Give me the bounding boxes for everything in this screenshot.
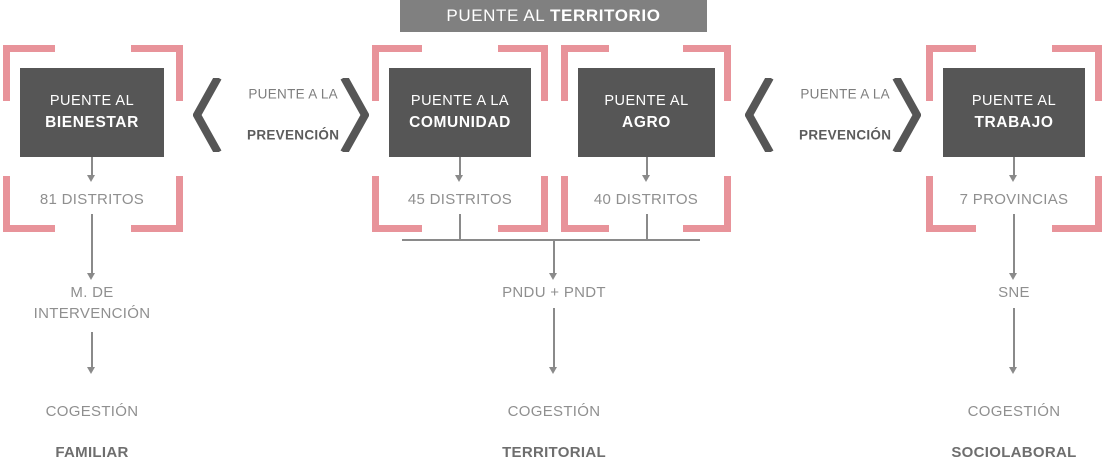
box-label-line1: PUENTE A LA xyxy=(410,92,510,109)
middle-label-center: PNDU + PNDT xyxy=(502,284,606,301)
banner-light-text: PUENTE AL xyxy=(446,6,551,25)
box-label-line2: TRABAJO xyxy=(974,113,1054,131)
outcome-bienestar: COGESTIÓN FAMILIAR xyxy=(0,381,184,464)
box-label-line2: AGRO xyxy=(622,113,671,131)
connector-label-left: PUENTE A LA PREVENCIÓN xyxy=(193,64,369,165)
outcome-light-text: COGESTIÓN xyxy=(967,402,1061,420)
banner-bold-text: TERRITORIO xyxy=(550,6,661,25)
box-puente-al-bienestar[interactable]: PUENTE AL BIENESTAR xyxy=(20,68,164,157)
connector-prevencion-left: PUENTE A LA PREVENCIÓN xyxy=(193,78,369,152)
outcome-light-text: COGESTIÓN xyxy=(45,402,139,420)
chevron-pair-icon xyxy=(193,78,369,152)
bracket-comunidad xyxy=(372,45,548,232)
box-puente-al-trabajo[interactable]: PUENTE AL TRABAJO xyxy=(943,68,1085,157)
arrow-line-agro-to-count xyxy=(646,157,648,178)
count-comunidad: 45 DISTRITOS xyxy=(407,191,513,208)
middle-label-trabajo: SNE xyxy=(998,284,1030,301)
outcome-light-text: COGESTIÓN xyxy=(507,402,601,420)
arrow-line-trabajo-to-count xyxy=(1013,157,1015,178)
count-agro: 40 DISTRITOS xyxy=(593,191,699,208)
outcome-trabajo: COGESTIÓN SOCIOLABORAL xyxy=(922,381,1106,464)
arrow-line-bienestar-to-count xyxy=(91,157,93,178)
merge-stem-comunidad xyxy=(459,214,461,239)
outcome-bold-text: FAMILIAR xyxy=(55,444,129,462)
outcome-center: COGESTIÓN TERRITORIAL xyxy=(462,381,646,464)
arrow-head-agro-to-count xyxy=(642,175,650,182)
box-puente-al-agro[interactable]: PUENTE AL AGRO xyxy=(578,68,715,157)
arrow-head-bienestar-to-count xyxy=(87,175,95,182)
bracket-trabajo xyxy=(926,45,1102,232)
merge-horizontal-bar xyxy=(402,239,700,241)
box-puente-a-la-comunidad[interactable]: PUENTE A LA COMUNIDAD xyxy=(389,68,531,157)
box-label-line2: COMUNIDAD xyxy=(409,113,511,131)
arrow-line-center-to-middle xyxy=(553,239,555,276)
bracket-bienestar xyxy=(3,45,183,232)
arrow-head-center-to-outcome xyxy=(549,367,557,374)
connector-line2: PREVENCIÓN xyxy=(247,127,340,143)
bracket-agro xyxy=(561,45,731,232)
outcome-bold-text: SOCIOLABORAL xyxy=(951,444,1077,462)
connector-label-right: PUENTE A LA PREVENCIÓN xyxy=(745,64,921,165)
arrow-line-bienestar-to-middle xyxy=(91,214,93,276)
connector-line1: PUENTE A LA xyxy=(800,86,890,102)
box-label-line1: PUENTE AL xyxy=(604,92,689,109)
box-label-line2: BIENESTAR xyxy=(45,113,139,131)
connector-prevencion-right: PUENTE A LA PREVENCIÓN xyxy=(745,78,921,152)
middle-label-bienestar: M. DE INTERVENCIÓN xyxy=(33,284,151,322)
arrow-head-center-to-middle xyxy=(549,273,557,280)
arrow-line-bienestar-to-outcome xyxy=(91,332,93,370)
box-label-line1: PUENTE AL xyxy=(971,92,1057,109)
merge-stem-agro xyxy=(646,214,648,239)
arrow-line-trabajo-to-outcome xyxy=(1013,308,1015,370)
banner-puente-al-territorio: PUENTE AL TERRITORIO xyxy=(400,0,707,32)
connector-line2: PREVENCIÓN xyxy=(799,127,892,143)
box-label-line1: PUENTE AL xyxy=(49,92,135,109)
diagram-canvas: PUENTE AL TERRITORIO PUENTE AL BIENESTAR… xyxy=(3,0,1102,461)
arrow-head-bienestar-to-middle xyxy=(87,273,95,280)
count-bienestar: 81 DISTRITOS xyxy=(39,191,145,208)
arrow-line-trabajo-to-middle xyxy=(1013,214,1015,276)
arrow-line-comunidad-to-count xyxy=(459,157,461,178)
connector-line1: PUENTE A LA xyxy=(248,86,338,102)
arrow-line-center-to-outcome xyxy=(553,308,555,370)
outcome-bold-text: TERRITORIAL xyxy=(502,444,606,462)
chevron-pair-icon xyxy=(745,78,921,152)
count-trabajo: 7 PROVINCIAS xyxy=(959,191,1069,208)
arrow-head-trabajo-to-count xyxy=(1009,175,1017,182)
arrow-head-trabajo-to-middle xyxy=(1009,273,1017,280)
arrow-head-bienestar-to-outcome xyxy=(87,367,95,374)
arrow-head-trabajo-to-outcome xyxy=(1009,367,1017,374)
arrow-head-comunidad-to-count xyxy=(455,175,463,182)
